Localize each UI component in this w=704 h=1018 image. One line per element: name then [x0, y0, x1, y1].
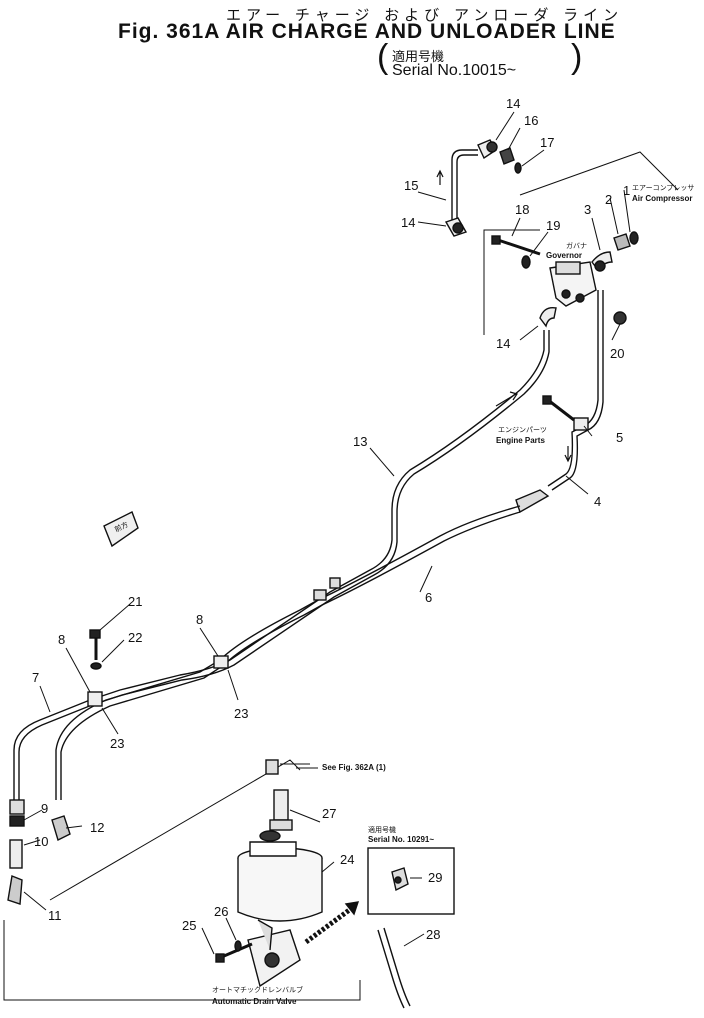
callout-7: 7	[32, 670, 39, 685]
leader-17-compressor	[519, 151, 679, 196]
detail-serial-jp: 適用号機	[368, 825, 396, 834]
pipe-15	[436, 149, 478, 222]
callout-27: 27	[322, 806, 336, 821]
coupler-pipes	[313, 577, 341, 601]
elbow-14-governor	[539, 307, 557, 328]
paren-right: )	[571, 38, 583, 76]
connector-2	[613, 233, 631, 251]
pipe-5-4	[547, 290, 604, 491]
callout-19: 19	[546, 218, 560, 233]
elbow-fitting-14-lower	[444, 217, 468, 237]
callout-28: 28	[426, 927, 440, 942]
callout-23-left: 23	[110, 736, 124, 751]
hose-28	[377, 927, 411, 1009]
callout-26: 26	[214, 904, 228, 919]
callout-25: 25	[182, 918, 196, 933]
governor-label-jp: ガバナ	[566, 241, 587, 250]
washer-22	[90, 662, 102, 670]
arrow-drain	[304, 901, 360, 945]
valve-27	[269, 789, 293, 831]
elbow-3	[591, 251, 613, 272]
clip-8-left	[87, 691, 103, 707]
fitting-12	[51, 815, 71, 841]
callout-8-left: 8	[58, 632, 65, 647]
callout-14-top: 14	[506, 96, 520, 111]
bolt-18	[491, 235, 541, 256]
engine-bolt	[542, 395, 575, 422]
figure-title: Fig. 361A AIR CHARGE AND UNLOADER LINE	[118, 20, 616, 43]
drain-valve	[247, 919, 301, 988]
callout-9: 9	[41, 801, 48, 816]
plug-20	[613, 311, 627, 325]
washer-19	[521, 255, 531, 269]
callout-14-low: 14	[496, 336, 510, 351]
paren-left: (	[377, 38, 389, 76]
callout-1: 1	[623, 183, 630, 198]
callout-17: 17	[540, 135, 554, 150]
title-japanese: エアー チャージ および アンローダ ライン	[226, 6, 624, 24]
callout-numbers: 1 2 3 4 5 6 7 8 8 9 10 11 12 13 14 14 14…	[32, 96, 630, 942]
fittings-9-10-11	[7, 799, 25, 905]
cap-top	[265, 759, 310, 775]
hose-6	[55, 489, 550, 800]
elbow-fitting-14-top	[477, 139, 498, 160]
detail-box	[367, 847, 455, 915]
governor-body	[549, 261, 597, 307]
callout-24: 24	[340, 852, 354, 867]
callout-23-right: 23	[234, 706, 248, 721]
front-direction-mark	[103, 511, 139, 548]
detail-serial: Serial No. 10291~	[368, 835, 434, 844]
leader-bracket-11	[3, 759, 361, 1001]
o-ring-1	[629, 231, 639, 245]
clip-8-right	[213, 655, 229, 669]
compressor-label-jp: エアーコンプレッサ	[632, 184, 694, 192]
callout-29: 29	[428, 870, 442, 885]
callout-18: 18	[515, 202, 529, 217]
air-tank-24	[237, 830, 323, 922]
callout-10: 10	[34, 834, 48, 849]
annotation-texts: エアーコンプレッサ Air Compressor ガバナ Governor エン…	[113, 184, 694, 1006]
callout-2: 2	[605, 192, 612, 207]
callout-22: 22	[128, 630, 142, 645]
callout-5: 5	[616, 430, 623, 445]
callout-16: 16	[524, 113, 538, 128]
callout-4: 4	[594, 494, 601, 509]
callout-21: 21	[128, 594, 142, 609]
callout-8-right: 8	[196, 612, 203, 627]
serial-number: Serial No.10015~	[392, 62, 517, 79]
drain-valve-label-jp: オートマチックドレンバルブ	[212, 985, 303, 994]
engine-parts-label-jp: エンジンパーツ	[498, 426, 547, 434]
washer-26	[234, 940, 242, 952]
callout-14-mid: 14	[401, 215, 415, 230]
callout-6: 6	[425, 590, 432, 605]
callout-15: 15	[404, 178, 418, 193]
compressor-label: Air Compressor	[632, 194, 692, 203]
serial-japanese: 適用号機	[392, 50, 445, 65]
leader-lines	[23, 111, 631, 955]
callout-12: 12	[90, 820, 104, 835]
engine-parts-label: Engine Parts	[496, 436, 545, 445]
drain-valve-label: Automatic Drain Valve	[212, 997, 297, 1006]
callout-20: 20	[610, 346, 624, 361]
bolt-25	[215, 942, 253, 963]
see-fig-label: See Fig. 362A (1)	[322, 763, 386, 772]
o-ring-17	[514, 162, 522, 174]
callout-3: 3	[584, 202, 591, 217]
bolt-21	[89, 629, 101, 660]
pipe-13	[13, 330, 550, 800]
callout-11: 11	[48, 908, 62, 923]
fitting-16	[499, 147, 515, 165]
callout-13: 13	[353, 434, 367, 449]
governor-label: Governor	[546, 251, 582, 260]
